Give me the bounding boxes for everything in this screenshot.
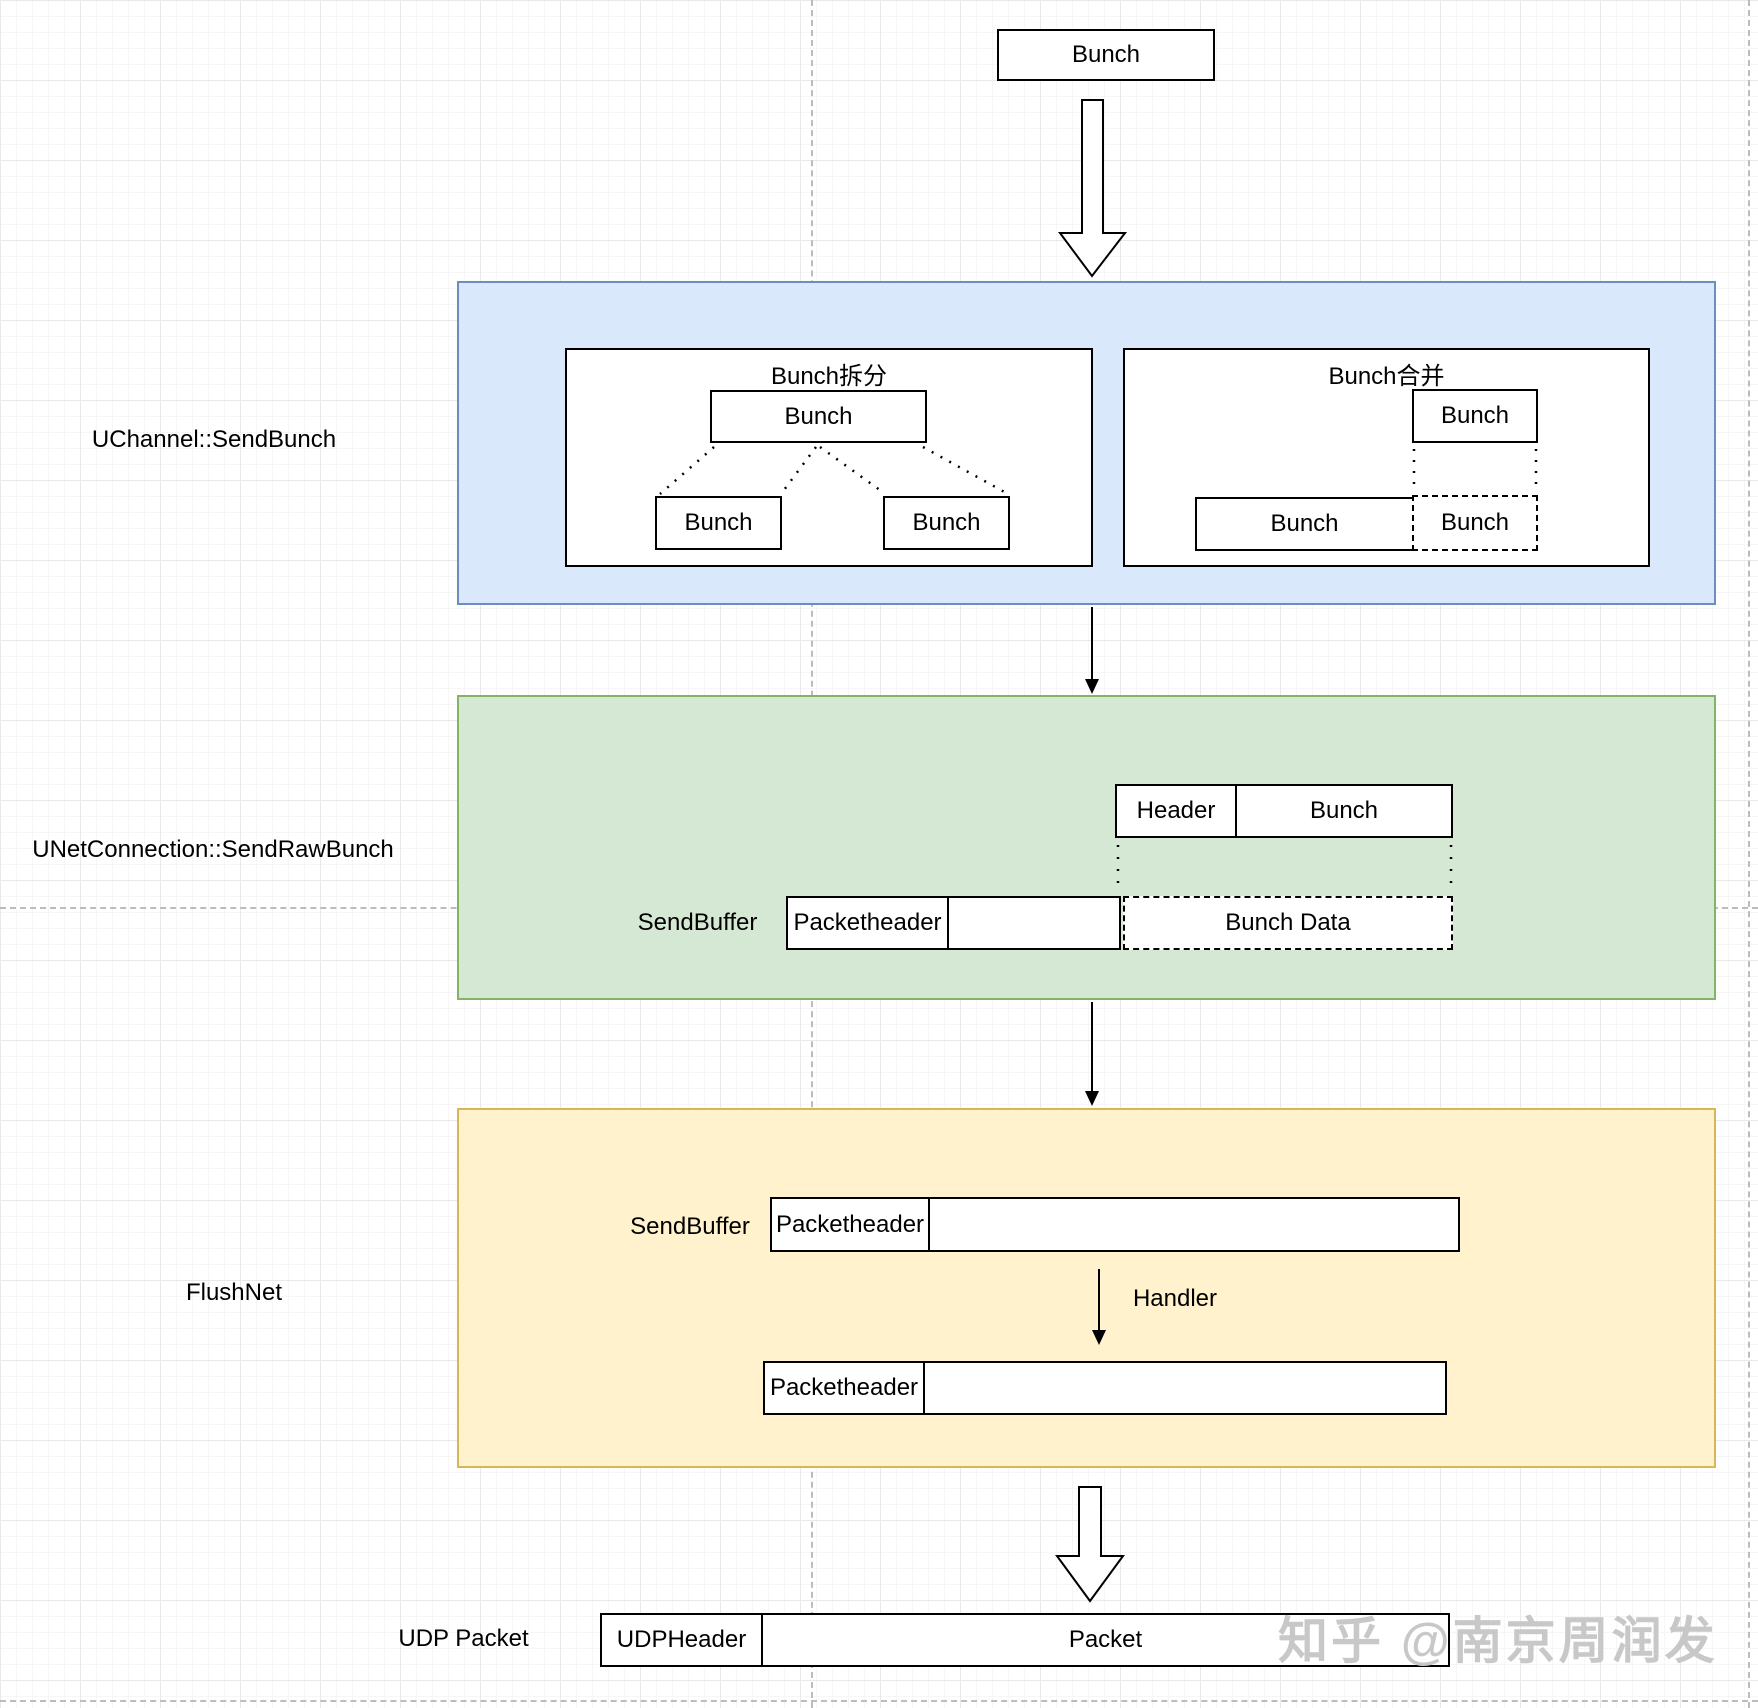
- sendbuffer-label-yellow: SendBuffer: [630, 1213, 750, 1240]
- merge-incoming-bunch-label: Bunch: [1440, 402, 1510, 429]
- label-uchannel-sendbunch: UChannel::SendBunch: [91, 426, 337, 453]
- split-child-bunch-label-2: Bunch: [912, 509, 981, 536]
- packetheader-label-yellow-2: Packetheader: [769, 1374, 919, 1401]
- header-bunch-row: Header Bunch: [1115, 784, 1453, 838]
- merge-incoming-bunch-box: Bunch: [1412, 389, 1538, 443]
- page-guide-horizontal-bottom: [0, 1700, 1758, 1702]
- packetheader-cell-yellow-1: Packetheader: [772, 1199, 930, 1250]
- bunch-split-title: Bunch拆分: [770, 362, 888, 390]
- bunch-merge-title: Bunch合并: [1328, 362, 1445, 390]
- udpheader-label: UDPHeader: [616, 1626, 747, 1653]
- split-parent-bunch-box: Bunch: [710, 390, 927, 443]
- bunch-cell-label: Bunch: [1309, 797, 1379, 824]
- header-cell: Header: [1117, 786, 1237, 836]
- split-child-bunch-box-1: Bunch: [655, 496, 782, 550]
- split-child-bunch-box-2: Bunch: [883, 496, 1010, 550]
- udpheader-cell: UDPHeader: [602, 1615, 763, 1665]
- packet-cell: Packet: [763, 1615, 1448, 1665]
- empty-cell-yellow-2: [925, 1363, 1445, 1413]
- empty-cell-green: [949, 898, 1119, 948]
- bunch-data-label: Bunch Data: [1225, 909, 1351, 936]
- zhihu-watermark-text: 知乎 @南京周润发: [1278, 1613, 1718, 1669]
- page-guide-vertical-right: [1748, 0, 1750, 1708]
- empty-cell-yellow-1: [930, 1199, 1458, 1250]
- source-bunch-label: Bunch: [1071, 41, 1141, 68]
- bunch-data-box: Bunch Data: [1123, 896, 1453, 950]
- flow-arrow-top: [1058, 99, 1128, 278]
- split-child-bunch-label-1: Bunch: [684, 509, 753, 536]
- handled-row-yellow: Packetheader: [763, 1361, 1447, 1415]
- bunch-cell: Bunch: [1237, 786, 1451, 836]
- packetheader-label-yellow-1: Packetheader: [775, 1210, 925, 1238]
- source-bunch-box: Bunch: [997, 29, 1215, 81]
- sendbuffer-label-green: SendBuffer: [637, 909, 758, 936]
- sendbuffer-row-yellow: Packetheader: [770, 1197, 1460, 1252]
- packetheader-label-green: Packetheader: [793, 909, 942, 936]
- arrow-blue-to-green: [1085, 607, 1099, 694]
- packet-label: Packet: [1068, 1626, 1143, 1653]
- packetheader-cell-yellow-2: Packetheader: [765, 1363, 925, 1413]
- arrow-green-to-yellow: [1085, 1002, 1099, 1106]
- label-flushnet: FlushNet: [185, 1279, 283, 1306]
- section-unetconnection-sendrawbunch: [457, 695, 1716, 1000]
- packetheader-cell-green: Packetheader: [788, 898, 949, 948]
- split-parent-bunch-label: Bunch: [784, 402, 853, 430]
- merge-appended-bunch-label: Bunch: [1440, 509, 1510, 536]
- header-cell-label: Header: [1136, 797, 1216, 824]
- merge-existing-bunch-box: Bunch: [1195, 497, 1414, 551]
- sendbuffer-row-green: Packetheader: [786, 896, 1121, 950]
- handler-label: Handler: [1132, 1285, 1218, 1312]
- label-unetconnection-sendrawbunch: UNetConnection::SendRawBunch: [32, 836, 394, 863]
- merge-appended-bunch-box: Bunch: [1412, 495, 1538, 551]
- merge-existing-bunch-label: Bunch: [1270, 510, 1339, 537]
- udp-packet-row: UDPHeader Packet: [600, 1613, 1450, 1667]
- flow-arrow-bottom: [1055, 1486, 1125, 1603]
- udp-packet-label: UDP Packet: [398, 1625, 529, 1652]
- zhihu-watermark: 知乎 @南京周润发: [1278, 1604, 1738, 1670]
